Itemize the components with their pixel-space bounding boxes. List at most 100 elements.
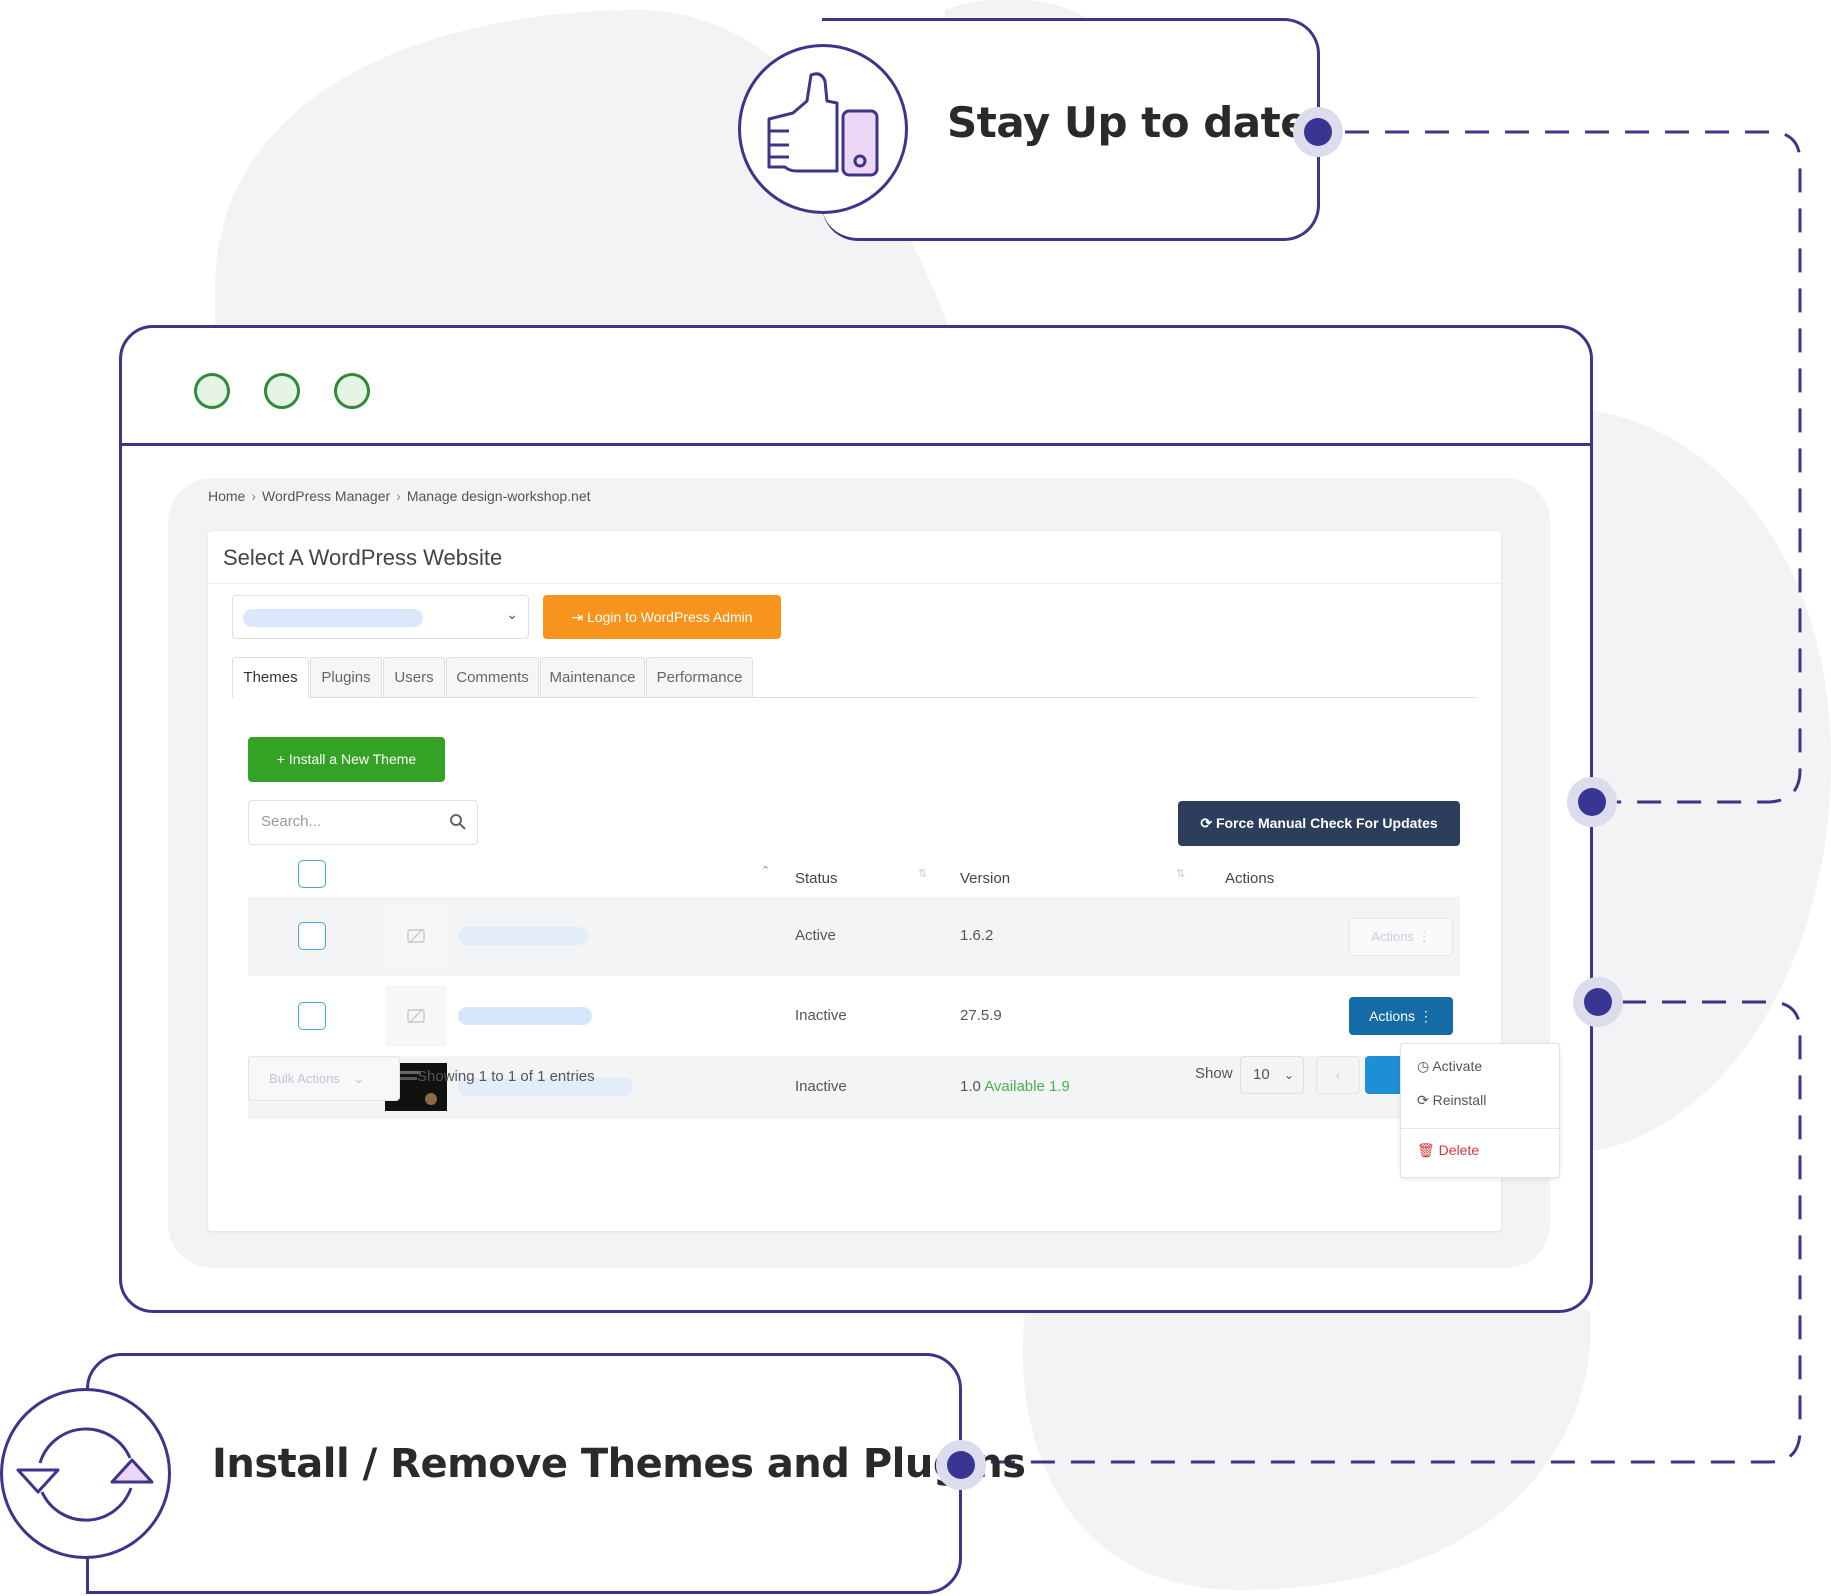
thumbnail-art	[391, 1077, 417, 1080]
no-image-icon	[407, 928, 425, 944]
row-checkbox[interactable]	[298, 1002, 326, 1030]
login-button-label: Login to WordPress Admin	[587, 609, 753, 625]
tab-bar: Themes Plugins Users Comments Maintenanc…	[232, 657, 1477, 698]
show-label: Show	[1195, 1065, 1233, 1082]
thumbs-up-icon	[767, 72, 879, 177]
bulk-actions-button[interactable]: Bulk Actions ⌄	[248, 1056, 400, 1101]
tab-performance[interactable]: Performance	[646, 657, 753, 697]
sync-icon	[16, 1427, 154, 1522]
theme-thumbnail	[385, 985, 447, 1047]
window-control-dot[interactable]	[334, 373, 370, 409]
check-circle-icon: ◷	[1417, 1058, 1430, 1074]
background-blob	[1590, 410, 1831, 1150]
column-header-version[interactable]: Version	[960, 870, 1011, 887]
tab-users[interactable]: Users	[383, 657, 445, 697]
refresh-icon: ⟳	[1417, 1092, 1429, 1108]
browser-window: Home › WordPress Manager › Manage design-wor…	[119, 325, 1593, 1313]
divider	[208, 583, 1501, 584]
row-actions-button[interactable]: Actions ⋮	[1349, 997, 1453, 1035]
page-size-value: 10	[1253, 1066, 1270, 1083]
breadcrumb-separator: ›	[251, 488, 257, 504]
sort-icon[interactable]: ⇅	[1176, 868, 1186, 880]
column-header-status[interactable]: Status	[795, 870, 838, 887]
breadcrumb: Home › WordPress Manager › Manage design-wor…	[208, 488, 591, 504]
thumbs-up-icon-circle	[738, 44, 908, 214]
chevron-down-icon: ⌄	[353, 1071, 365, 1086]
website-name-redacted	[243, 609, 423, 627]
background-blob	[1022, 1310, 1591, 1590]
update-available[interactable]: Available 1.9	[984, 1078, 1070, 1095]
search-icon	[450, 814, 466, 830]
theme-name-redacted[interactable]	[458, 1078, 633, 1096]
connector-dot	[936, 1440, 986, 1490]
chevron-down-icon: ⌄	[1283, 1068, 1294, 1082]
table-row: Active 1.6.2 Actions ⋮	[248, 897, 1460, 976]
window-control-dot[interactable]	[194, 373, 230, 409]
refresh-icon: ⟳	[1200, 815, 1216, 831]
connector-line	[1345, 130, 1802, 804]
select-all-checkbox[interactable]	[298, 860, 326, 888]
wordpress-card: Select A WordPress Website ⌄ ⇥ Login to …	[208, 531, 1501, 1231]
theme-status: Inactive	[795, 1078, 847, 1095]
menu-item-label: Activate	[1432, 1058, 1483, 1074]
actions-label: Actions	[1371, 929, 1414, 944]
theme-status: Active	[795, 927, 836, 944]
search-placeholder: Search...	[261, 813, 322, 830]
actions-dropdown-menu: ◷ Activate ⟳ Reinstall 🗑 Delete	[1400, 1043, 1560, 1178]
divider	[1401, 1128, 1559, 1129]
no-image-icon	[407, 1008, 425, 1024]
theme-version: 1.0 Available 1.9	[960, 1078, 1070, 1095]
chevron-down-icon: ⌄	[506, 606, 518, 622]
table-row: Inactive 1.0 Available 1.9	[248, 1056, 1460, 1119]
breadcrumb-separator: ›	[396, 488, 401, 504]
theme-version: 27.5.9	[960, 1007, 1002, 1024]
connector-dot	[1567, 777, 1617, 827]
connector-dot	[1293, 107, 1343, 157]
pagination-prev[interactable]: ‹	[1316, 1056, 1360, 1094]
table-info: Showing 1 to 1 of 1 entries	[417, 1068, 595, 1085]
sync-icon-circle	[0, 1388, 171, 1559]
sort-icon[interactable]: ⌃	[761, 865, 771, 877]
tab-comments[interactable]: Comments	[446, 657, 539, 697]
thumbnail-art	[391, 1071, 421, 1074]
website-select[interactable]: ⌄	[232, 595, 529, 639]
card-title: Select A WordPress Website	[223, 545, 503, 570]
sort-icon[interactable]: ⇅	[918, 868, 928, 880]
breadcrumb-current: Manage design-workshop.net	[406, 488, 591, 504]
theme-status: Inactive	[795, 1007, 847, 1024]
window-control-dot[interactable]	[264, 373, 300, 409]
trash-icon: 🗑	[1417, 1142, 1435, 1158]
row-actions-button[interactable]: Actions ⋮	[1349, 918, 1453, 956]
menu-item-activate[interactable]: ◷ Activate	[1417, 1058, 1482, 1075]
callout-title: Install / Remove Themes and Plugins	[212, 1441, 1026, 1487]
breadcrumb-home[interactable]: Home	[208, 488, 246, 504]
login-wordpress-admin-button[interactable]: ⇥ Login to WordPress Admin	[543, 595, 781, 639]
actions-label: Actions	[1369, 1008, 1416, 1024]
tab-themes[interactable]: Themes	[232, 657, 309, 698]
column-header-actions: Actions	[1225, 870, 1275, 887]
thumbnail-art	[425, 1093, 437, 1105]
connector-dot	[1573, 977, 1623, 1027]
tab-plugins[interactable]: Plugins	[310, 657, 382, 697]
row-checkbox[interactable]	[298, 922, 326, 950]
breadcrumb-wordpress-manager[interactable]: WordPress Manager	[262, 488, 391, 504]
force-check-updates-button[interactable]: ⟳ Force Manual Check For Updates	[1178, 801, 1460, 846]
search-input[interactable]: Search...	[248, 800, 478, 845]
theme-name-redacted[interactable]	[458, 1007, 592, 1025]
login-icon: ⇥	[571, 609, 588, 625]
menu-item-reinstall[interactable]: ⟳ Reinstall	[1417, 1092, 1486, 1109]
page-size-select[interactable]: 10 ⌄	[1240, 1056, 1304, 1094]
bulk-actions-label: Bulk Actions	[269, 1071, 340, 1086]
table-row: Inactive 27.5.9 Actions ⋮	[248, 976, 1460, 1056]
theme-thumbnail	[385, 905, 447, 967]
force-check-label: Force Manual Check For Updates	[1215, 815, 1438, 831]
callout-title: Stay Up to date	[947, 98, 1309, 147]
menu-item-label: Delete	[1438, 1142, 1480, 1158]
tab-maintenance[interactable]: Maintenance	[540, 657, 645, 697]
menu-item-label: Reinstall	[1432, 1092, 1487, 1108]
install-new-theme-button[interactable]: + Install a New Theme	[248, 737, 445, 782]
theme-name-redacted[interactable]	[458, 927, 588, 945]
theme-version: 1.6.2	[960, 927, 994, 944]
connector-line	[985, 1000, 1802, 1464]
menu-item-delete[interactable]: 🗑 Delete	[1417, 1142, 1479, 1159]
